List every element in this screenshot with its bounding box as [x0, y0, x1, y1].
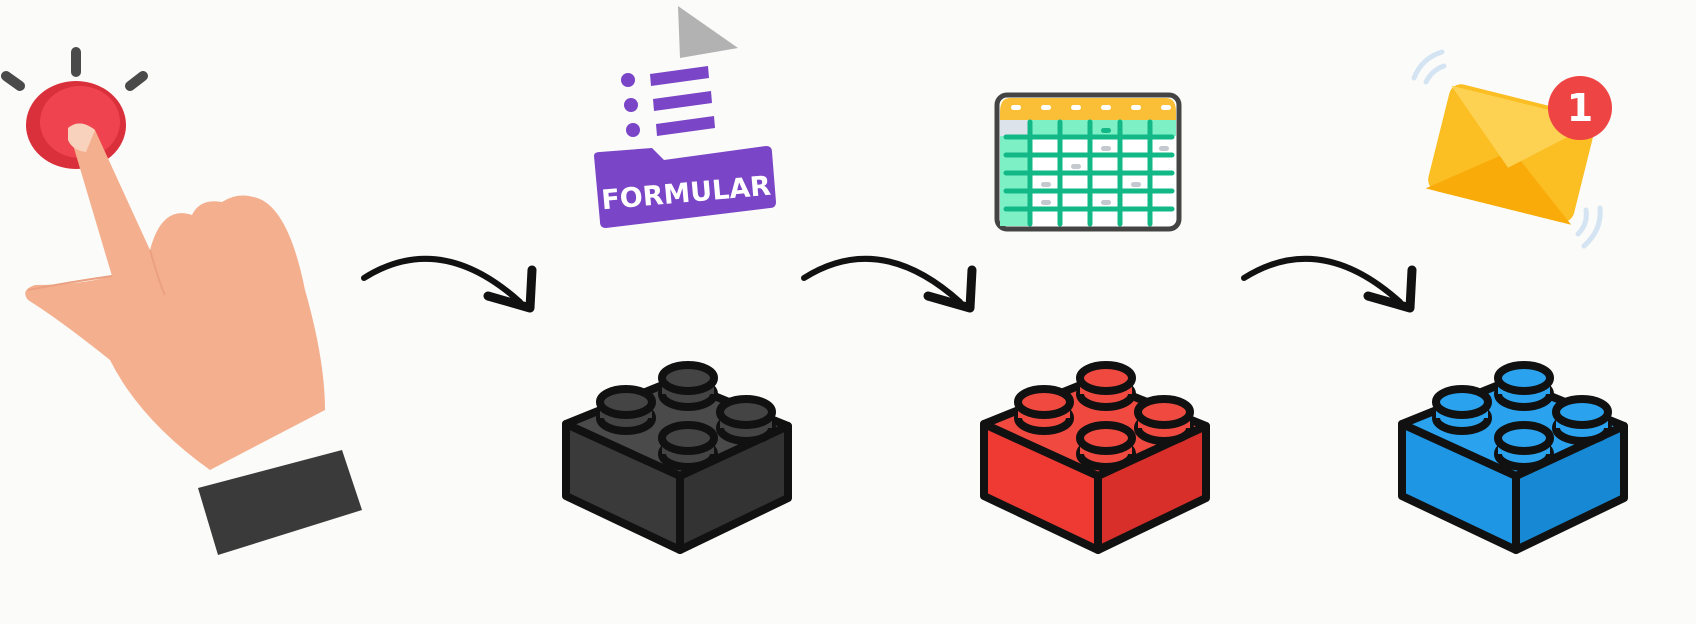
lego-brick-icon — [1398, 361, 1628, 554]
sleeve — [198, 450, 362, 555]
lego-brick-icon — [980, 361, 1210, 554]
arrow-2 — [800, 240, 980, 320]
notification-badge — [1548, 76, 1612, 140]
curved-arrow-icon — [361, 255, 537, 313]
hand-pressing-button-icon — [1, 47, 362, 555]
lego-brick-icon — [562, 361, 792, 554]
curved-arrow-icon — [801, 255, 977, 313]
arrow-1 — [360, 240, 540, 320]
email-step: 1 — [1400, 40, 1620, 260]
arrow-3 — [1240, 240, 1420, 320]
form-step: FORMULAR — [590, 2, 776, 232]
form-document-icon: FORMULAR — [594, 6, 776, 228]
brick-blue — [1388, 336, 1638, 558]
spreadsheet-icon — [994, 92, 1182, 232]
spreadsheet-step — [994, 92, 1182, 232]
curved-arrow-icon — [1241, 255, 1417, 313]
trigger-step — [0, 40, 380, 580]
badge-count: 1 — [1567, 86, 1593, 130]
brick-red — [970, 336, 1220, 558]
email-notification-icon: 1 — [1411, 49, 1612, 249]
brick-black — [552, 336, 802, 558]
